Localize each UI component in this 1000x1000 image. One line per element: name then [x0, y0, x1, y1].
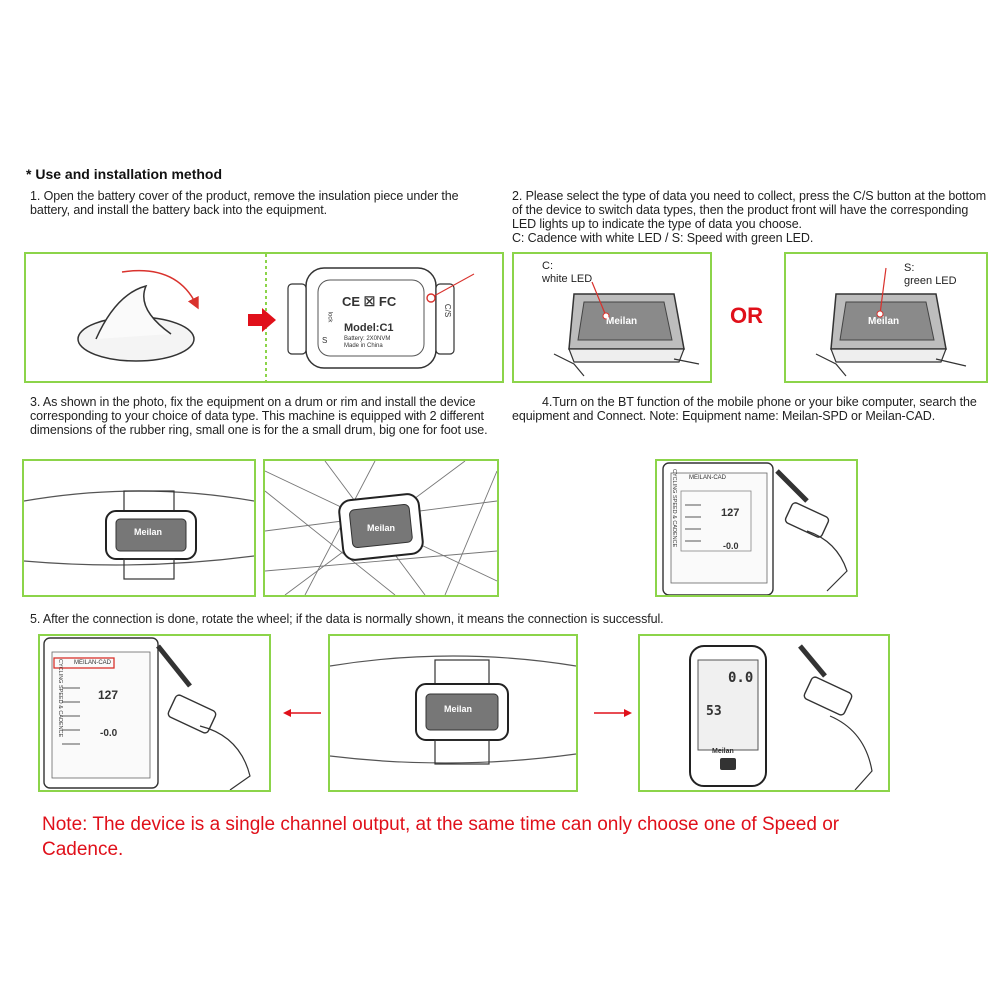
device-brand-logo-3: Meilan — [134, 527, 163, 537]
step-1-figure: CE ☒ FC Model:C1 Battery: 2X0NVM Made in… — [24, 252, 504, 383]
phone-value-main-2: 127 — [98, 688, 119, 702]
device-brand-logo-5: Meilan — [444, 704, 473, 714]
step-3-text: 3. As shown in the photo, fix the equipm… — [30, 395, 488, 437]
phone-value-sub-2: -0.0 — [100, 728, 118, 739]
drum-mount-figure: Meilan — [22, 459, 256, 597]
led-s-label: S: — [904, 262, 915, 274]
section-heading: * Use and installation method — [26, 166, 223, 182]
device-model: Model:C1 — [344, 322, 394, 334]
rim-mount-illustration — [265, 461, 497, 595]
drum-rotate-figure: Meilan — [328, 634, 578, 792]
led-green-figure: S: green LED Meilan — [784, 252, 988, 383]
device-lock-label: lock — [326, 311, 333, 323]
single-channel-note: Note: The device is a single channel out… — [42, 812, 922, 862]
device-brand-logo-2: Meilan — [868, 316, 900, 327]
step-2-main: 2. Please select the type of data you ne… — [512, 189, 987, 231]
phone-app-title-1: MEILAN-CAD — [689, 475, 727, 481]
step-2-legend: C: Cadence with white LED / S: Speed wit… — [512, 231, 814, 245]
phone-connect-illustration — [662, 462, 848, 595]
bike-computer-illustration — [689, 644, 873, 790]
device-s-mark: S — [322, 336, 328, 345]
computer-display-mid: 53 — [706, 704, 722, 719]
led-green-text: green LED — [904, 275, 957, 287]
drum-rotate-illustration — [330, 655, 576, 765]
step-5-text: 5. After the connection is done, rotate … — [30, 612, 664, 626]
device-battery: Battery: 2X0NVM — [344, 336, 391, 342]
device-brand-logo-1: Meilan — [606, 316, 638, 327]
device-cert-marks: CE ☒ FC — [342, 294, 397, 309]
device-cs-button-label: C/S — [443, 303, 453, 318]
phone-value-sub-1: -0.0 — [723, 541, 739, 551]
phone-connect-figure: MEILAN-CAD 127 -0.0 CYCLING SPEED & CADE… — [655, 459, 858, 597]
step-4-text: 4.Turn on the BT function of the mobile … — [512, 395, 977, 423]
device-made: Made in China — [344, 343, 383, 349]
computer-brand: Meilan — [712, 748, 734, 755]
phone-side-title-1: CYCLING SPEED & CADENCE — [671, 469, 677, 548]
arrow-right-icon — [594, 709, 632, 717]
step-1-text: 1. Open the battery cover of the product… — [30, 189, 459, 217]
phone-data-illustration — [43, 637, 251, 790]
computer-display-top: 0.0 — [728, 670, 754, 686]
led-white-text: white LED — [542, 273, 593, 285]
led-white-figure: C: white LED Meilan — [512, 252, 712, 383]
phone-value-main-1: 127 — [721, 507, 740, 519]
note-label: Note: — [42, 814, 88, 835]
note-text: The device is a single channel output, a… — [42, 814, 840, 860]
drum-mount-illustration — [24, 490, 254, 580]
or-label: OR — [730, 303, 763, 328]
bike-computer-figure: 0.0 53 Meilan — [638, 634, 890, 792]
phone-side-title-2: CYCLING SPEED & CADENCE — [57, 659, 63, 738]
phone-data-figure: MEILAN-CAD 127 -0.0 CYCLING SPEED & CADE… — [38, 634, 271, 792]
device-brand-logo-4: Meilan — [367, 523, 396, 533]
step-2-text: 2. Please select the type of data you ne… — [512, 189, 992, 245]
led-c-label: C: — [542, 260, 553, 272]
speed-device-illustration — [815, 267, 967, 377]
rim-mount-figure: Meilan — [263, 459, 499, 597]
cadence-device-illustration — [553, 281, 700, 377]
phone-app-title-2: MEILAN-CAD — [74, 660, 112, 666]
battery-install-illustration — [77, 254, 475, 381]
arrow-left-icon — [283, 709, 321, 717]
